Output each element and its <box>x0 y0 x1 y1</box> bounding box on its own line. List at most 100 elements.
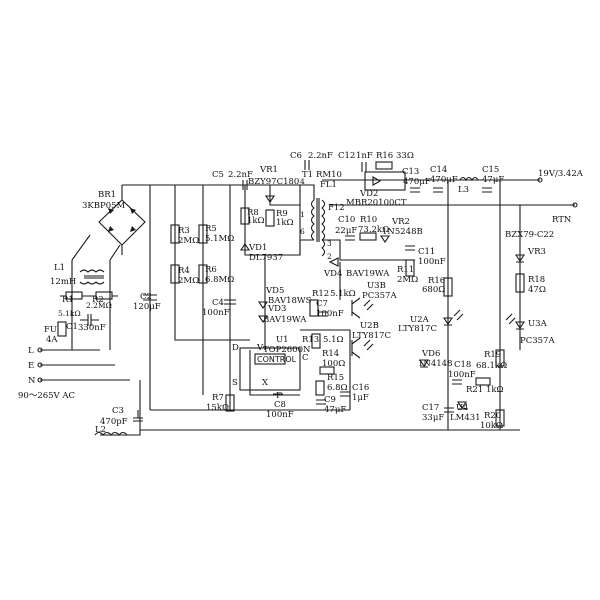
u2a-led <box>442 309 464 326</box>
u3a-led <box>505 313 526 330</box>
label-fl1: FL1 <box>320 180 337 190</box>
label-c16-val: 1μF <box>352 393 369 403</box>
label-r12-val: 5.1kΩ <box>330 289 356 299</box>
label-pin-d: D <box>232 343 239 353</box>
label-c7: C7 <box>316 299 328 309</box>
u2a-diode <box>442 317 454 326</box>
r9-resistor <box>265 209 275 227</box>
r5-resistor <box>198 224 208 244</box>
label-r20: R20 <box>484 411 501 421</box>
fuse <box>57 321 67 337</box>
label-c4: C4 <box>212 298 224 308</box>
u2b-transistor <box>351 337 361 359</box>
label-fu-val: 4A <box>46 335 58 345</box>
c16-capacitor <box>340 391 350 397</box>
label-r2: R2 <box>92 295 104 305</box>
r21-resistor <box>475 377 491 386</box>
label-control: CONTROL <box>257 355 297 364</box>
label-vr2-part: 1N5248B <box>382 227 423 237</box>
label-vd2-part: MBR20100CT <box>346 198 407 208</box>
label-l1: L1 <box>54 263 65 273</box>
label-r14: R14 <box>322 349 339 359</box>
label-r19: R19 <box>484 350 501 360</box>
label-br1-part: 3KBP05M <box>82 201 126 211</box>
t1-bias <box>321 239 326 257</box>
xfmr-pri-top <box>300 184 315 200</box>
vd5-diode <box>257 301 269 309</box>
label-r11: R11 <box>397 265 414 275</box>
label-r21-val: 1kΩ <box>486 385 504 395</box>
label-r16-feedback: R16 <box>428 276 445 286</box>
label-l2: L2 <box>95 425 106 435</box>
transformer-t1 <box>310 198 326 257</box>
c1-capacitor <box>80 314 99 326</box>
label-pin-x: X <box>262 378 269 388</box>
label-c5-val: 2.2nF <box>228 170 253 180</box>
label-pin-s: S <box>232 378 238 388</box>
label-pin3: 3 <box>327 239 332 248</box>
label-c10: C10 <box>338 215 355 225</box>
c18-capacitor <box>452 379 462 385</box>
c13-capacitor <box>410 187 420 193</box>
label-u2b: U2B <box>360 321 379 331</box>
r6-resistor <box>198 264 208 284</box>
r3-resistor <box>170 224 180 244</box>
label-c2: C2 <box>140 292 152 302</box>
l1-coil-top <box>79 269 105 273</box>
label-vr1: VR1 <box>259 165 278 175</box>
r16-snubber-resistor <box>375 161 393 170</box>
label-r10-val: 73.2kΩ <box>358 225 389 235</box>
label-r1: R1 <box>62 295 74 305</box>
label-f12: F12 <box>328 203 345 213</box>
label-t1: T1 <box>302 170 313 180</box>
terminal-l <box>37 347 43 353</box>
label-c3-val: 470pF <box>100 417 128 427</box>
primary-return-rail <box>121 245 350 411</box>
label-vd5-part: BAV18WS <box>268 296 312 306</box>
label-rtn: RTN <box>552 215 572 225</box>
bridge-leads <box>71 234 121 261</box>
label-c6-val: 2.2nF <box>308 151 333 161</box>
label-c14: C14 <box>430 165 447 175</box>
r3-r4-branch <box>174 185 250 341</box>
label-c13: C13 <box>402 167 419 177</box>
label-r18: R18 <box>528 275 545 285</box>
label-c12: C12 <box>338 151 355 161</box>
r4-resistor <box>170 264 180 284</box>
label-pin-f: F <box>276 391 282 401</box>
u3b-light <box>363 299 374 311</box>
r13-resistor <box>311 333 321 349</box>
label-vr3-part: BZX79-C22 <box>505 230 554 240</box>
label-br1: BR1 <box>98 190 116 200</box>
label-vd3: VD3 <box>267 304 286 314</box>
l2-branch <box>100 380 141 436</box>
label-c9-val: 47μF <box>324 405 346 415</box>
label-c15: C15 <box>482 165 499 175</box>
r15-resistor <box>315 380 325 396</box>
r11-resistor <box>405 259 415 277</box>
label-r13-val: 5.1Ω <box>323 335 344 345</box>
label-r19-val: 68.1kΩ <box>476 361 507 371</box>
vr1-zener <box>264 195 276 203</box>
r12-resistor <box>309 299 319 317</box>
t1-secondary <box>321 199 326 241</box>
t1-primary <box>310 199 315 241</box>
bridge-frame <box>98 199 146 246</box>
label-c17: C17 <box>422 403 439 413</box>
clamp-network <box>244 185 301 256</box>
label-vr2: VR2 <box>391 217 410 227</box>
label-c14-val: 470μF <box>430 175 458 185</box>
label-r13: R13 <box>302 335 319 345</box>
label-vd2: VD2 <box>359 189 378 199</box>
c6-capacitor <box>304 160 310 170</box>
c12-capacitor <box>361 162 367 172</box>
label-r9-val: 1kΩ <box>276 218 294 228</box>
vd2-diode <box>372 176 382 186</box>
label-r15-val: 6.8Ω <box>327 383 348 393</box>
label-c7-val: 100nF <box>316 309 344 319</box>
r7-resistor <box>225 394 235 412</box>
label-u3b-part: PC357A <box>362 291 397 301</box>
label-r3-val: 2MΩ <box>178 236 199 246</box>
u1-control-box <box>254 353 286 365</box>
